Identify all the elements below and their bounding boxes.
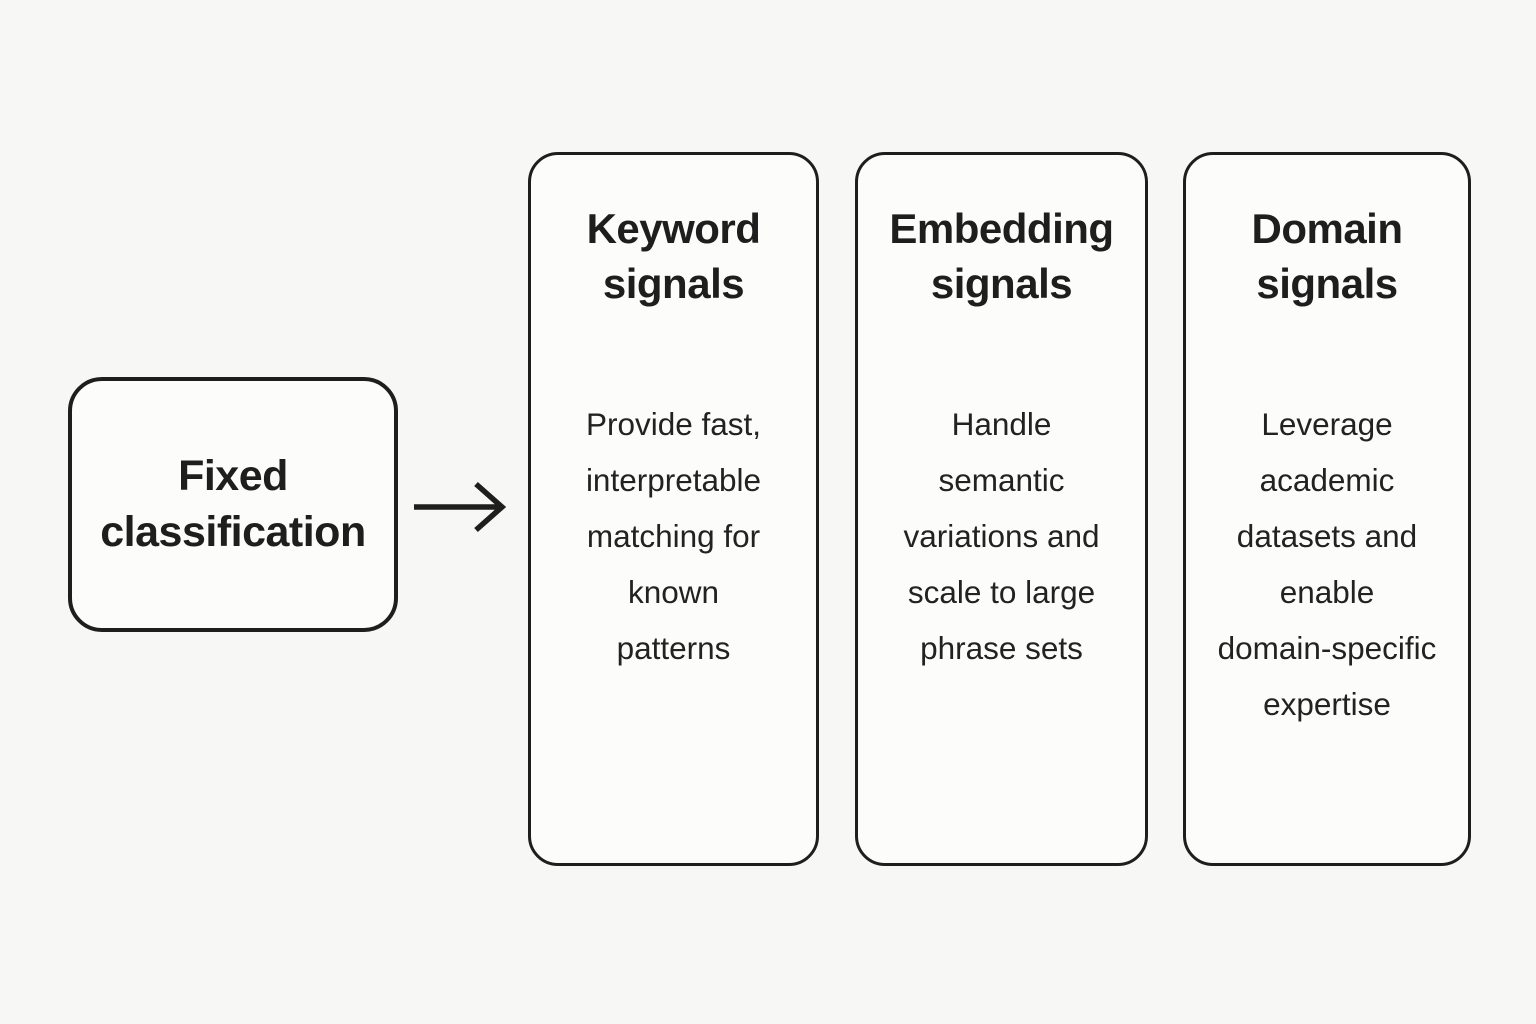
fixed-classification-box: Fixed classification (68, 377, 398, 632)
keyword-signals-title: Keyword signals (586, 205, 761, 308)
keyword-signals-card: Keyword signals Provide fast, interpreta… (528, 152, 819, 866)
domain-signals-card: Domain signals Leverage academic dataset… (1183, 152, 1471, 866)
embedding-signals-card: Embedding signals Handle semantic variat… (855, 152, 1148, 866)
embedding-signals-title: Embedding signals (889, 205, 1114, 308)
embedding-signals-description: Handle semantic variations and scale to … (903, 405, 1100, 667)
fixed-classification-label: Fixed classification (100, 451, 366, 556)
right-arrow-icon (412, 478, 508, 536)
domain-signals-title: Domain signals (1251, 205, 1403, 308)
domain-signals-description: Leverage academic datasets and enable do… (1217, 405, 1437, 723)
keyword-signals-description: Provide fast, interpretable matching for… (585, 405, 762, 667)
